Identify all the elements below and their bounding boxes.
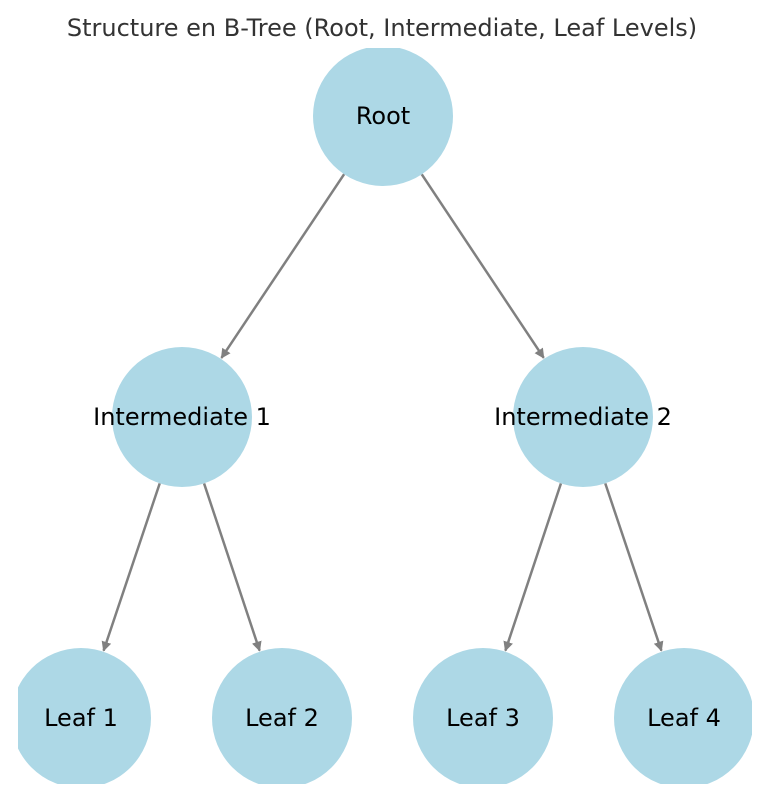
- node-label-leaf-4: Leaf 4: [647, 704, 721, 732]
- node-label-intermediate-1: Intermediate 1: [93, 403, 271, 431]
- node-label-root: Root: [356, 102, 410, 130]
- node-leaf-1: [18, 648, 151, 784]
- node-label-intermediate-2: Intermediate 2: [494, 403, 672, 431]
- edge-intermediate-2-to-leaf-4: [604, 482, 664, 652]
- edge-root-to-intermediate-2: [420, 173, 545, 359]
- node-leaf-4: [614, 648, 752, 784]
- edge-intermediate-1-to-leaf-2: [202, 483, 262, 652]
- node-leaf-2: [212, 648, 352, 784]
- node-label-leaf-1: Leaf 1: [44, 704, 118, 732]
- edge-intermediate-1-to-leaf-1: [101, 482, 161, 652]
- node-label-leaf-2: Leaf 2: [245, 704, 319, 732]
- edge-root-to-intermediate-1: [220, 173, 346, 359]
- node-label-leaf-3: Leaf 3: [446, 704, 520, 732]
- nodes-layer: [18, 48, 752, 784]
- edge-intermediate-2-to-leaf-3: [503, 483, 563, 652]
- node-intermediate-2: [513, 347, 653, 487]
- node-leaf-3: [413, 648, 553, 784]
- diagram-title: Structure en B-Tree (Root, Intermediate,…: [66, 14, 698, 42]
- node-root: [313, 48, 453, 186]
- edges-layer: [101, 173, 664, 652]
- node-intermediate-1: [112, 347, 252, 487]
